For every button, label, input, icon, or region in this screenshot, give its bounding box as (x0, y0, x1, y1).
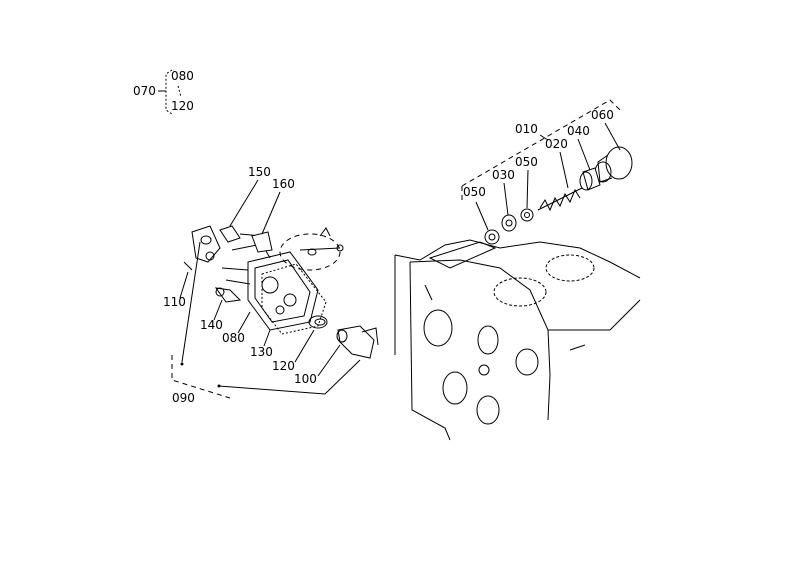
label-110: 110 (163, 295, 186, 309)
label-120-legend: 120 (171, 99, 194, 113)
group-010-bracket: 010 (461, 99, 621, 200)
label-090: 090 (172, 391, 195, 405)
label-120: 120 (272, 359, 295, 373)
legend-dot-link (177, 85, 182, 98)
label-150: 150 (248, 165, 271, 179)
label-030: 030 (492, 168, 515, 182)
engine-block (394, 239, 641, 441)
part-020-spring: 020 (537, 137, 583, 212)
part-050-washer-lower: 050 (463, 185, 500, 245)
label-060: 060 (591, 108, 614, 122)
label-050-upper: 050 (515, 155, 538, 169)
label-130: 130 (250, 345, 273, 359)
label-040: 040 (567, 124, 590, 138)
label-010: 010 (515, 122, 538, 136)
label-020: 020 (545, 137, 568, 151)
part-050-washer-upper: 050 (515, 155, 538, 222)
part-040-nut: 040 (567, 124, 601, 191)
legend-bracket (165, 69, 173, 115)
label-080: 080 (222, 331, 245, 345)
label-160: 160 (272, 177, 295, 191)
label-050-lower: 050 (463, 185, 486, 199)
governor-cover-assembly: 110 140 080 130 150 160 (163, 165, 379, 386)
group-090-bracket: 090 (171, 241, 361, 405)
label-080-legend: 080 (171, 69, 194, 83)
legend-group-070: 070 080 120 (133, 69, 194, 115)
label-100: 100 (294, 372, 317, 386)
part-030-washer: 030 (492, 168, 517, 232)
part-060-cap: 060 (591, 108, 633, 183)
label-070: 070 (133, 84, 156, 98)
label-140: 140 (200, 318, 223, 332)
